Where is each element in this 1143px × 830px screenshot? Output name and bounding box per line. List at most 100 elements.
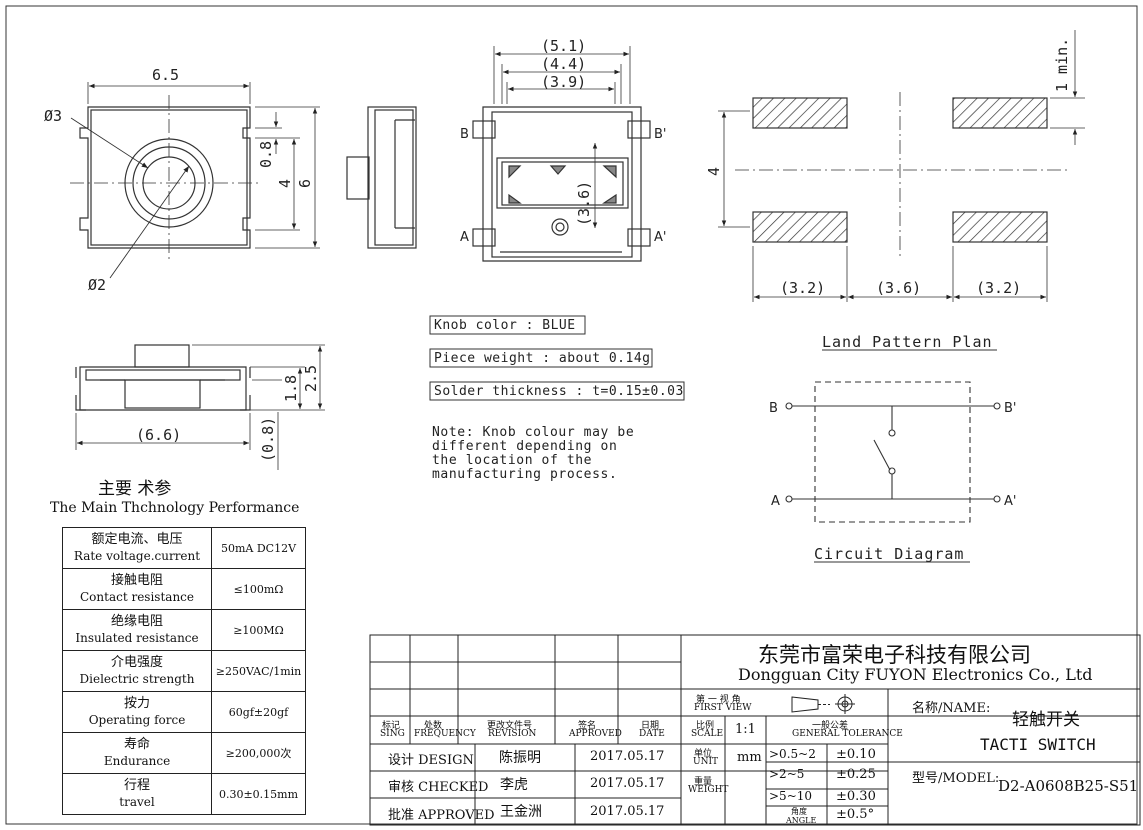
- land-32a-dim: (3.2): [780, 279, 825, 297]
- front-view: [472, 46, 651, 262]
- weight-en: WEIGHT: [688, 785, 729, 795]
- scale-value: 1:1: [735, 722, 756, 737]
- tolerance-value: ±0.10: [836, 747, 876, 762]
- table-row: 介电强度 Dielectric strength ≥250VAC/1min: [62, 650, 306, 692]
- h08-dim: 0.8: [257, 141, 275, 168]
- side-view-bottom: [75, 344, 325, 470]
- first-view-cn: 第 一 视 角: [696, 695, 741, 705]
- front-51-dim: (5.1): [541, 37, 586, 55]
- unit-cn: 单位: [694, 749, 713, 759]
- mark-cn: 标记: [382, 721, 401, 731]
- h4-dim: 4: [276, 179, 294, 188]
- knob-color-box: [429, 315, 586, 335]
- tolerance-value: ±0.25: [836, 767, 876, 782]
- param-cn: 行程: [123, 778, 150, 793]
- note-line: Note: Knob colour may be: [432, 425, 634, 440]
- design-name: 陈振明: [499, 750, 541, 766]
- land-pattern: [718, 30, 1085, 302]
- param-en: Dielectric strength: [79, 672, 195, 686]
- param-value: 60gf±20gf: [211, 691, 306, 733]
- param-cn: 介电强度: [110, 655, 163, 670]
- param-cn: 接触电阻: [110, 573, 163, 588]
- company-name-en: Dongguan City FUYON Electronics Co., Ltd: [738, 665, 1093, 684]
- circuit-caption: Circuit Diagram: [814, 545, 964, 563]
- pin-a-label: A: [460, 230, 469, 245]
- land-4-dim: 4: [705, 167, 723, 176]
- side-66-dim: (6.6): [136, 426, 181, 444]
- top-view: [70, 82, 320, 279]
- note-line: different depending on: [432, 439, 617, 454]
- land-32b-dim: (3.2): [976, 279, 1021, 297]
- mark-en: SING: [380, 729, 405, 739]
- tolerance-range: >2~5: [769, 767, 805, 781]
- note-line: manufacturing process.: [432, 467, 617, 482]
- performance-title-en: The Main Thchnology Performance: [50, 500, 300, 516]
- revision-cn: 更改文件号: [487, 721, 533, 731]
- performance-title-cn: 主要 术参: [98, 479, 172, 499]
- tolerance-range: >5~10: [769, 789, 813, 803]
- freq-en: FREQUENCY: [414, 729, 476, 739]
- company-name-cn: 东莞市富荣电子科技有限公司: [758, 643, 1031, 667]
- pin-a-prime-label: A': [654, 230, 666, 245]
- weight-cn: 重量: [694, 777, 713, 787]
- title-block-grid: [369, 634, 1141, 826]
- param-en: Insulated resistance: [75, 631, 199, 645]
- param-value: 50mA DC12V: [211, 527, 306, 569]
- piece-weight-box: [429, 348, 653, 368]
- checked-date: 2017.05.17: [590, 776, 665, 791]
- sheet-border: [5, 5, 1138, 825]
- param-cn: 额定电流、电压: [91, 532, 183, 547]
- param-en: Rate voltage.current: [73, 549, 201, 563]
- pin-b-label: B: [460, 127, 469, 142]
- top-width-dim: 6.5: [152, 66, 179, 84]
- unit-en: UNIT: [693, 757, 719, 767]
- param-en: Operating force: [88, 713, 186, 727]
- sign-cn: 签名: [578, 721, 597, 731]
- land-pattern-caption: Land Pattern Plan: [822, 333, 993, 351]
- side-view-small: [346, 106, 417, 249]
- d2-dim: Ø2: [88, 276, 106, 294]
- solder-box: [429, 381, 685, 401]
- approved-name: 王金洲: [500, 804, 542, 820]
- approved-date: 2017.05.17: [590, 804, 665, 819]
- front-44-dim: (4.4): [541, 55, 586, 73]
- param-value: ≥250VAC/1min: [211, 650, 306, 692]
- tolerance-range: >0.5~2: [769, 747, 816, 761]
- tolerance-value: ±0.5°: [836, 807, 875, 822]
- land-1min-dim: 1 min.: [1053, 38, 1071, 92]
- front-36-dim: (3.6): [575, 181, 593, 226]
- tolerance-value: ±0.30: [836, 789, 876, 804]
- land-36-dim: (3.6): [876, 279, 921, 297]
- unit-value: mm: [737, 750, 762, 765]
- revision-en: REVISION: [488, 729, 537, 739]
- first-view-en: FIRST VIEW: [694, 703, 752, 713]
- side-08-dim: (0.8): [259, 417, 277, 462]
- param-en: travel: [119, 795, 155, 809]
- side-18-dim: 1.8: [282, 375, 300, 402]
- param-en: Endurance: [103, 754, 171, 768]
- checked-label: 审核 CHECKED: [388, 780, 489, 795]
- date-en: DATE: [639, 729, 665, 739]
- product-name-cn: 轻触开关: [1012, 710, 1080, 730]
- knob-color-text: Knob color : BLUE: [434, 318, 576, 333]
- table-row: 寿命 Endurance ≥200,000次: [62, 732, 306, 774]
- table-row: 额定电流、电压 Rate voltage.current 50mA DC12V: [62, 527, 306, 569]
- performance-table: 额定电流、电压 Rate voltage.current 50mA DC12V 接…: [62, 527, 306, 815]
- scale-cn: 比例: [696, 721, 715, 731]
- param-en: Contact resistance: [80, 590, 194, 604]
- date-cn: 日期: [641, 721, 660, 731]
- checked-name: 李虎: [500, 777, 528, 793]
- param-value: ≥200,000次: [211, 732, 306, 774]
- freq-cn: 处数: [424, 721, 443, 731]
- design-date: 2017.05.17: [590, 749, 665, 764]
- param-cn: 寿命: [123, 737, 150, 752]
- circuit-a-label: A: [771, 494, 780, 509]
- circuit-b-label: B: [769, 401, 778, 416]
- note-line: the location of the: [432, 453, 592, 468]
- product-name-en: TACTI SWITCH: [980, 735, 1096, 754]
- circuit-b-prime-label: B': [1004, 401, 1017, 416]
- side-25-dim: 2.5: [302, 365, 320, 392]
